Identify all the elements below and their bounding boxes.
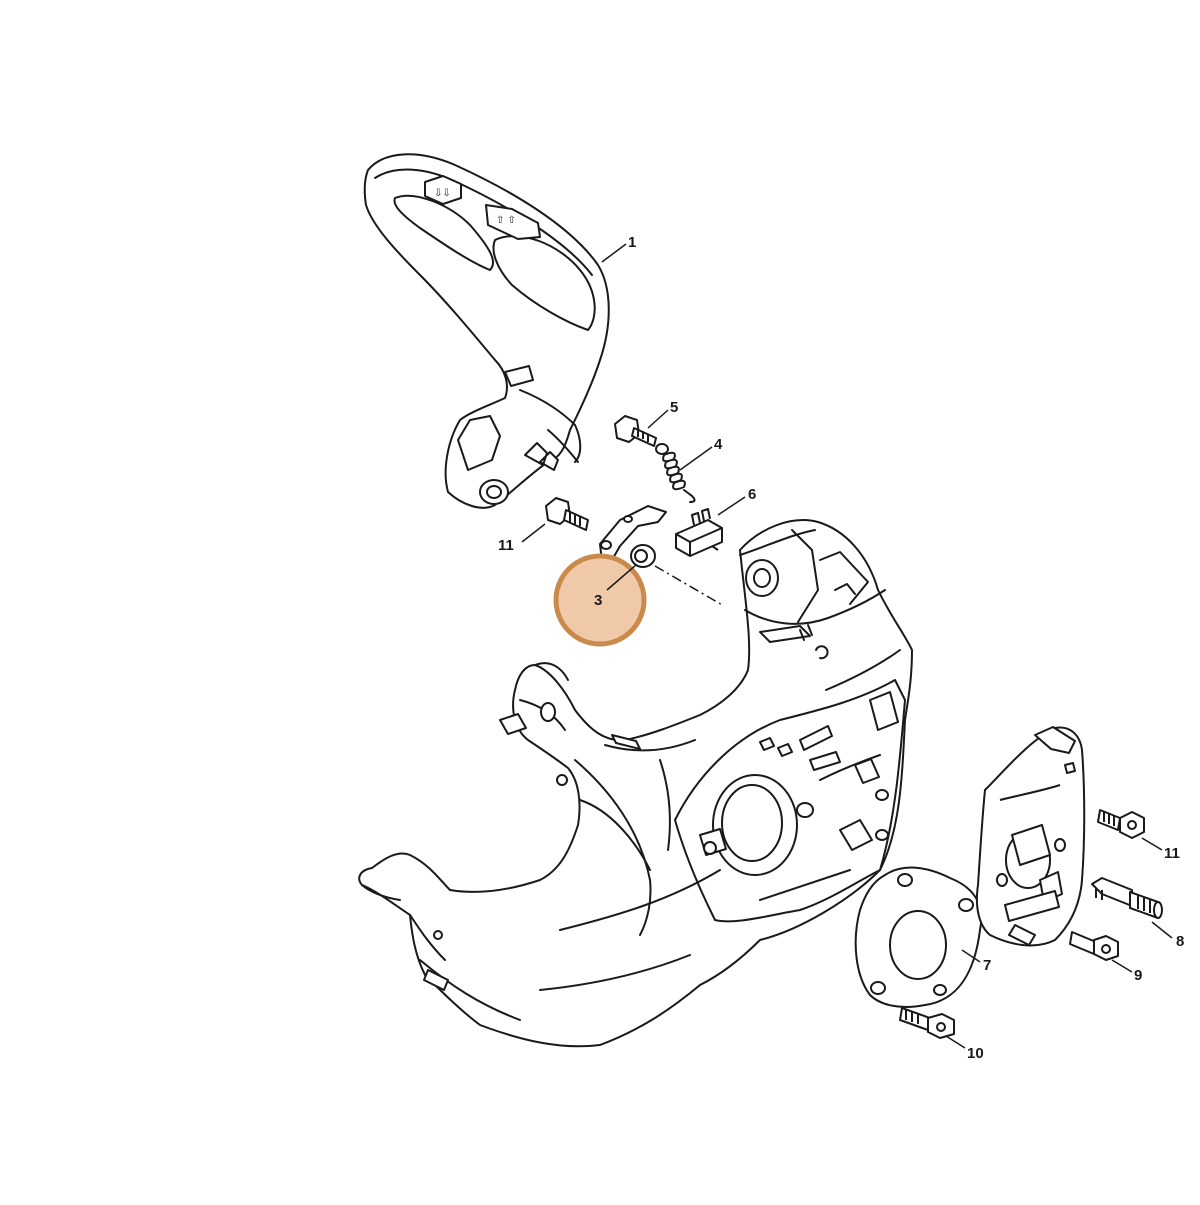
leader-line-3 xyxy=(606,564,637,591)
callout-11-upper[interactable]: 11 xyxy=(498,537,514,554)
spring-part-4[interactable] xyxy=(656,444,695,502)
screw-part-10[interactable] xyxy=(900,1008,954,1038)
leader-line-11a xyxy=(521,523,546,543)
leader-line-5 xyxy=(647,409,669,429)
callout-1[interactable]: 1 xyxy=(628,234,636,251)
assembly-axis-line xyxy=(654,565,725,607)
callout-8[interactable]: 8 xyxy=(1176,933,1184,950)
callout-3[interactable]: 3 xyxy=(594,592,602,609)
svg-text:⇩⇩: ⇩⇩ xyxy=(434,188,451,199)
screw-part-11-upper[interactable] xyxy=(546,498,588,530)
callout-labels: 1 3 4 5 6 7 8 9 10 11 11 xyxy=(498,234,1184,1062)
collar-screw-part-8[interactable] xyxy=(1092,878,1162,918)
leader-line-4 xyxy=(679,446,713,471)
leader-line-10 xyxy=(945,1035,966,1049)
leader-lines xyxy=(521,243,1173,1049)
leader-line-1 xyxy=(601,243,627,263)
leader-line-6 xyxy=(717,496,746,516)
bushing-part-3[interactable] xyxy=(631,545,655,567)
callout-4[interactable]: 4 xyxy=(714,436,723,453)
leader-line-7 xyxy=(961,949,981,963)
screw-part-9[interactable] xyxy=(1070,932,1118,960)
hand-guard-part-1[interactable]: ⇩⇩ ⇧ ⇧ xyxy=(365,154,609,507)
callout-9[interactable]: 9 xyxy=(1134,967,1142,984)
switch-part-6[interactable] xyxy=(676,509,722,556)
callout-11-right[interactable]: 11 xyxy=(1164,845,1180,862)
callout-6[interactable]: 6 xyxy=(748,486,756,503)
callout-5[interactable]: 5 xyxy=(670,399,678,416)
gasket-part-7[interactable] xyxy=(856,868,982,1007)
screw-part-11-right[interactable] xyxy=(1098,810,1144,838)
screw-part-5[interactable] xyxy=(615,416,656,446)
callout-10[interactable]: 10 xyxy=(967,1045,984,1062)
leader-line-11b xyxy=(1141,837,1163,851)
callout-7[interactable]: 7 xyxy=(983,957,991,974)
main-housing[interactable] xyxy=(359,520,912,1046)
leader-line-8 xyxy=(1151,921,1173,939)
leader-line-9 xyxy=(1111,959,1133,973)
cover-plate[interactable] xyxy=(977,727,1084,945)
svg-text:⇧ ⇧: ⇧ ⇧ xyxy=(496,215,516,226)
